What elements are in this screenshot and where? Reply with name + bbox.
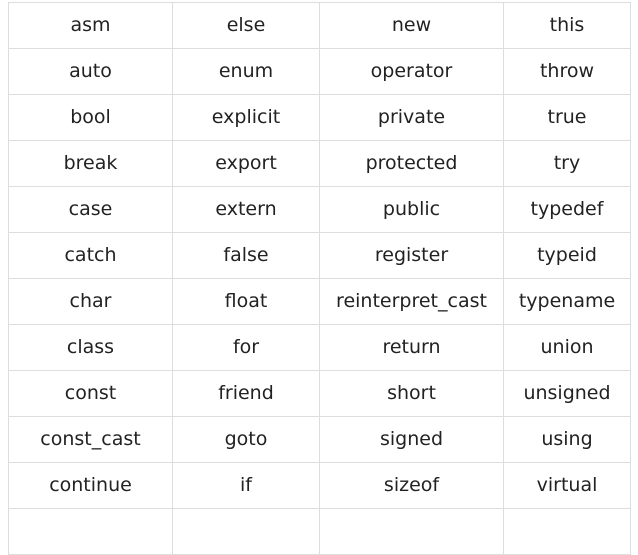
keyword-cell: explicit <box>172 94 320 141</box>
keyword-cell: catch <box>8 232 173 279</box>
keyword-cell <box>503 508 631 555</box>
keyword-cell: true <box>503 94 631 141</box>
keyword-cell: bool <box>8 94 173 141</box>
keyword-cell: const <box>8 370 173 417</box>
keyword-cell: float <box>172 278 320 325</box>
keyword-cell: enum <box>172 48 320 95</box>
keyword-cell: register <box>319 232 504 279</box>
keyword-cell: typeid <box>503 232 631 279</box>
keyword-cell: class <box>8 324 173 371</box>
keyword-cell: unsigned <box>503 370 631 417</box>
keyword-cell: this <box>503 2 631 49</box>
keyword-cell: signed <box>319 416 504 463</box>
keyword-cell <box>319 508 504 555</box>
keyword-cell: continue <box>8 462 173 509</box>
keyword-cell: const_cast <box>8 416 173 463</box>
keyword-cell: sizeof <box>319 462 504 509</box>
keyword-cell: break <box>8 140 173 187</box>
keyword-cell: friend <box>172 370 320 417</box>
keyword-cell <box>172 508 320 555</box>
keyword-cell: operator <box>319 48 504 95</box>
keyword-cell: reinterpret_cast <box>319 278 504 325</box>
keyword-cell: if <box>172 462 320 509</box>
keyword-cell: asm <box>8 2 173 49</box>
keyword-cell: false <box>172 232 320 279</box>
keyword-cell: auto <box>8 48 173 95</box>
keyword-cell: typedef <box>503 186 631 233</box>
keyword-cell: extern <box>172 186 320 233</box>
keyword-cell: goto <box>172 416 320 463</box>
keyword-cell: union <box>503 324 631 371</box>
keyword-cell: using <box>503 416 631 463</box>
keyword-cell: else <box>172 2 320 49</box>
keyword-cell: new <box>319 2 504 49</box>
keyword-cell: typename <box>503 278 631 325</box>
keyword-cell: short <box>319 370 504 417</box>
keyword-cell: public <box>319 186 504 233</box>
keyword-cell: private <box>319 94 504 141</box>
keyword-cell: virtual <box>503 462 631 509</box>
table-row <box>8 508 631 555</box>
keyword-cell: export <box>172 140 320 187</box>
keyword-cell: for <box>172 324 320 371</box>
keyword-cell: return <box>319 324 504 371</box>
keyword-cell: try <box>503 140 631 187</box>
keyword-cell: case <box>8 186 173 233</box>
keyword-cell: char <box>8 278 173 325</box>
keyword-cell: throw <box>503 48 631 95</box>
keyword-cell <box>8 508 173 555</box>
keyword-cell: protected <box>319 140 504 187</box>
